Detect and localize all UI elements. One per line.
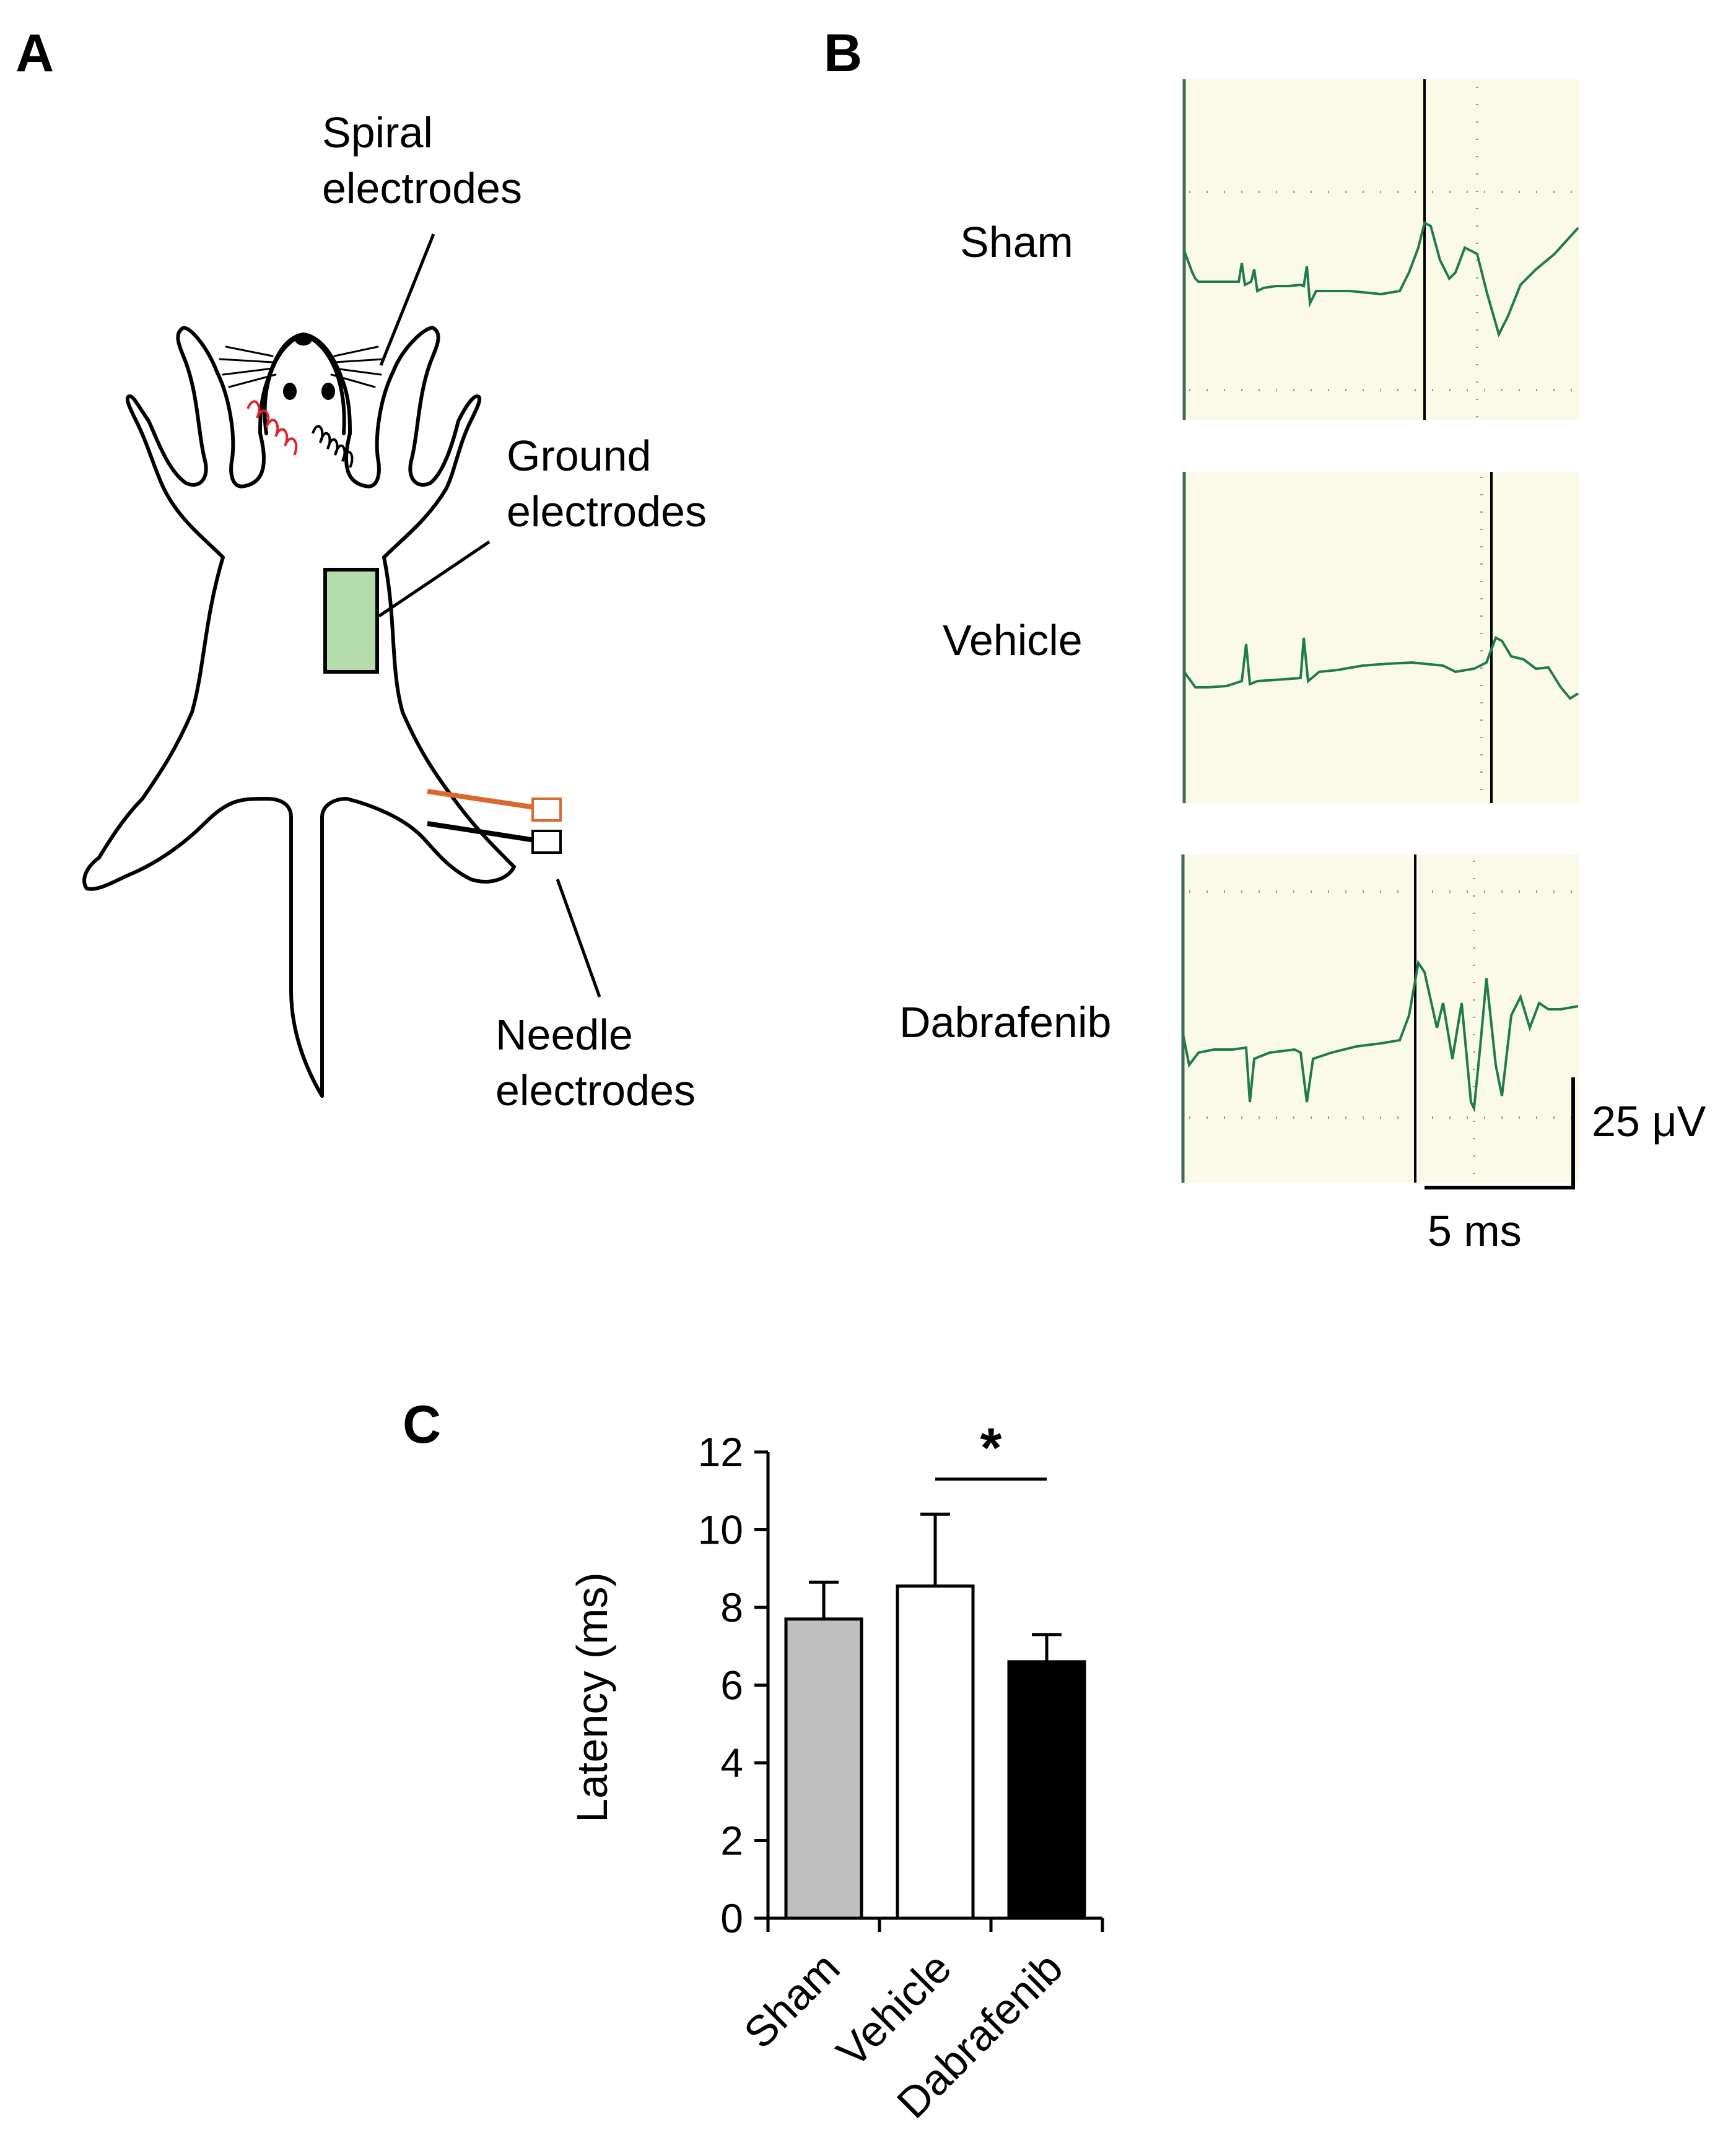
label-needle-line2: electrodes [495,1066,696,1115]
trace-bg-sham [1183,79,1579,420]
mouse-eye-left [283,383,297,400]
panel-c-letter: C [403,1395,441,1454]
bar-sham [784,1617,863,1920]
y-tick-label: 4 [720,1740,743,1786]
trace-waveform-sham [1183,221,1579,338]
trace-waveform-dabrafenib [1182,959,1579,1113]
trace-bg-dabrafenib [1182,854,1579,1183]
label-ground-line1: Ground [507,432,651,480]
mouse-nose [295,333,312,346]
label-spiral-line2: electrodes [322,164,522,212]
y-tick-label: 12 [698,1429,743,1475]
mouse-hind-left [82,797,324,1098]
mouse-body-outline [125,326,305,801]
y-tick-label: 8 [720,1584,743,1630]
significance-star: * [980,1417,1001,1479]
scale-time-label: 5 ms [1428,1207,1522,1255]
mouse-hind-right [320,797,516,1098]
mouse-body-outline-right [302,326,516,869]
trace-waveform-vehicle [1183,636,1579,700]
label-ground-line2: electrodes [507,487,707,536]
panel-a-letter: A [15,24,54,83]
y-axis-label: Latency (ms) [568,1572,616,1823]
y-tick-label: 6 [720,1663,743,1708]
spiral-electrode-right [312,425,354,468]
trace-label-sham: Sham [960,218,1073,266]
y-tick-label: 2 [720,1818,743,1864]
y-tick-label: 0 [720,1895,743,1941]
mouse-eye-right [321,383,335,400]
trace-label-dabrafenib: Dabrafenib [899,998,1111,1046]
label-spiral-line1: Spiral [322,108,433,157]
trace-grid-sham [1189,87,1578,420]
scale-voltage-label: 25 μV [1592,1097,1706,1145]
trace-bg-vehicle [1183,472,1579,803]
spiral-electrode-left [247,400,298,456]
trace-label-vehicle: Vehicle [943,616,1083,664]
panel-b-letter: B [824,24,862,83]
mouse-illustration [82,326,516,1098]
bar-dabrafenib [1007,1660,1086,1920]
needle-electrode-bottom [427,821,539,843]
spiral-leader-line [379,233,435,366]
needle-electrode-top [427,789,539,811]
needle-leader-line [556,879,601,998]
label-needle-line1: Needle [495,1011,633,1059]
bar-vehicle [896,1584,975,1920]
mouse-head [263,333,346,435]
whiskers-left [219,346,277,388]
needle-connector-bottom [531,830,562,854]
panel-a: A S [15,24,707,1115]
whiskers-right [330,346,385,388]
panel-b: B Sham Vehicle Dabrafenib [824,24,1706,1255]
ground-leader-line [378,540,491,618]
needle-connector-top [531,798,562,822]
ground-electrode-pad [323,568,379,674]
y-tick-label: 10 [698,1507,743,1553]
